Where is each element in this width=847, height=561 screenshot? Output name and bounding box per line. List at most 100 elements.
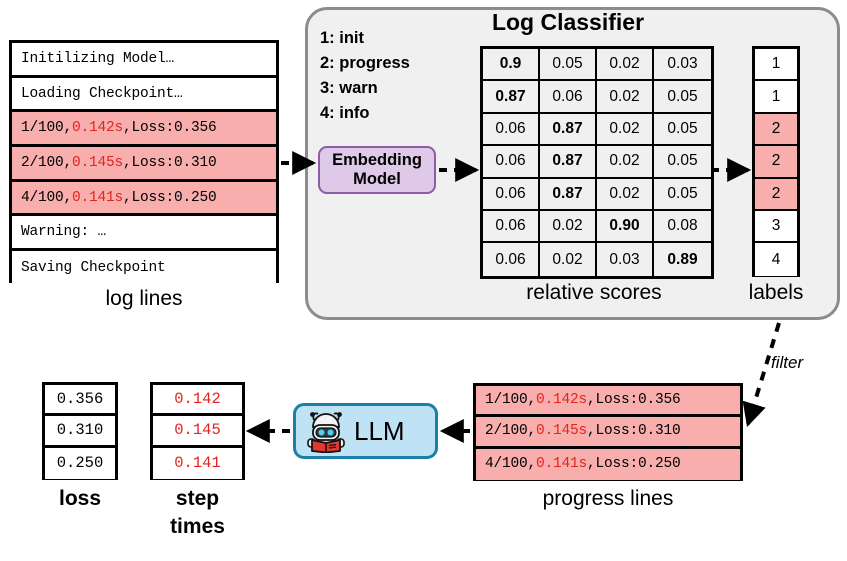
score-cell: 0.08 xyxy=(654,211,711,244)
log-line-text: Warning: … xyxy=(21,224,107,241)
scores-row: 0.87 0.06 0.02 0.05 xyxy=(483,81,711,114)
score-cell: 0.05 xyxy=(654,146,711,179)
llm-label: LLM xyxy=(354,415,405,446)
label-cell: 2 xyxy=(755,146,797,179)
log-line-row: Initilizing Model… xyxy=(12,43,276,78)
labels-table: 1 1 2 2 2 3 4 xyxy=(752,46,800,277)
progress-line-row: 4/100,0.141s,Loss:0.250 xyxy=(476,448,740,480)
log-line-loss: ,Loss:0.310 xyxy=(123,154,217,171)
loss-table: 0.356 0.310 0.250 xyxy=(42,382,118,480)
score-cell: 0.06 xyxy=(483,178,540,211)
score-cell: 0.02 xyxy=(597,113,654,147)
embedding-model-node: Embedding Model xyxy=(318,146,436,194)
label-cell: 1 xyxy=(755,49,797,82)
scores-row: 0.06 0.87 0.02 0.05 xyxy=(483,146,711,179)
arrow-filter-to-progresslines xyxy=(742,322,781,428)
score-cell: 0.06 xyxy=(483,146,540,179)
log-classifier-title: Log Classifier xyxy=(491,9,645,35)
progress-line-loss: ,Loss:0.310 xyxy=(587,423,681,440)
label-cell: 1 xyxy=(755,81,797,114)
log-line-step: 1/100, xyxy=(21,120,73,137)
score-cell: 0.05 xyxy=(654,81,711,114)
loss-cell: 0.310 xyxy=(45,416,115,448)
score-cell: 0.02 xyxy=(540,210,597,244)
label-cell: 2 xyxy=(755,178,797,211)
log-line-row: 4/100,0.141s,Loss:0.250 xyxy=(12,181,276,217)
log-line-text: Saving Checkpoint xyxy=(21,260,166,277)
relative-scores-caption: relative scores xyxy=(526,281,662,304)
progress-line-step: 4/100, xyxy=(485,456,537,473)
log-line-time: 0.142s xyxy=(72,120,124,137)
log-line-loss: ,Loss:0.250 xyxy=(123,189,217,206)
log-line-row: 2/100,0.145s,Loss:0.310 xyxy=(12,147,276,182)
score-cell: 0.03 xyxy=(654,49,711,82)
score-cell: 0.06 xyxy=(540,81,597,114)
scores-row: 0.06 0.87 0.02 0.05 xyxy=(483,178,711,211)
score-cell: 0.02 xyxy=(597,146,654,179)
progress-line-row: 2/100,0.145s,Loss:0.310 xyxy=(476,417,740,449)
log-line-text: Initilizing Model… xyxy=(21,50,175,67)
score-cell: 0.87 xyxy=(540,113,597,147)
score-cell: 0.06 xyxy=(483,243,540,276)
embedding-model-label-line1: Embedding xyxy=(332,151,422,169)
step-times-table: 0.142 0.145 0.141 xyxy=(150,382,245,480)
log-line-loss: ,Loss:0.356 xyxy=(123,120,217,137)
score-cell: 0.87 xyxy=(540,178,597,211)
labels-caption: labels xyxy=(748,281,804,304)
score-cell: 0.05 xyxy=(540,49,597,82)
progress-line-loss: ,Loss:0.356 xyxy=(587,392,681,409)
log-line-row: 1/100,0.142s,Loss:0.356 xyxy=(12,112,276,148)
log-line-time: 0.145s xyxy=(72,154,124,171)
step-times-caption-line2: times xyxy=(170,515,225,538)
label-cell: 3 xyxy=(755,210,797,244)
progress-line-time: 0.142s xyxy=(536,392,588,409)
class-legend-item: 1: init xyxy=(320,29,364,47)
llm-node: LLM xyxy=(293,403,438,459)
loss-cell: 0.356 xyxy=(45,385,115,417)
score-cell: 0.89 xyxy=(667,250,698,268)
log-lines-caption: log lines xyxy=(105,287,183,310)
label-cell: 2 xyxy=(755,113,797,147)
score-cell: 0.9 xyxy=(483,49,540,82)
log-lines-table: Initilizing Model… Loading Checkpoint… 1… xyxy=(9,40,279,286)
step-time-cell: 0.145 xyxy=(153,416,242,448)
progress-line-time: 0.145s xyxy=(536,423,588,440)
progress-lines-caption: progress lines xyxy=(542,487,674,510)
score-cell: 0.06 xyxy=(483,113,540,147)
filter-edge-label: filter xyxy=(771,353,804,372)
label-cell: 4 xyxy=(755,243,797,276)
robot-reading-book-icon xyxy=(306,409,346,453)
score-cell: 0.02 xyxy=(540,243,597,276)
log-line-row: Loading Checkpoint… xyxy=(12,77,276,113)
progress-line-loss: ,Loss:0.250 xyxy=(587,456,681,473)
class-legend-item: 3: warn xyxy=(320,79,378,97)
log-line-step: 2/100, xyxy=(21,154,73,171)
progress-line-step: 1/100, xyxy=(485,392,537,409)
score-cell: 0.02 xyxy=(597,81,654,114)
log-line-row: Saving Checkpoint xyxy=(12,251,276,286)
scores-row: 0.06 0.02 0.90 0.08 xyxy=(483,210,711,244)
step-time-cell: 0.141 xyxy=(153,447,242,479)
step-time-cell: 0.142 xyxy=(153,385,242,417)
scores-row: 0.06 0.87 0.02 0.05 xyxy=(483,113,711,147)
step-times-caption-line1: step xyxy=(175,487,220,510)
score-cell: 0.02 xyxy=(597,178,654,211)
score-cell: 0.03 xyxy=(597,243,654,276)
progress-line-step: 2/100, xyxy=(485,423,537,440)
score-cell: 0.87 xyxy=(483,81,540,114)
progress-line-time: 0.141s xyxy=(536,456,588,473)
score-cell: 0.87 xyxy=(540,146,597,179)
progress-lines-table: 1/100,0.142s,Loss:0.356 2/100,0.145s,Los… xyxy=(473,383,743,481)
scores-row: 0.06 0.02 0.03 0.89 xyxy=(483,243,711,276)
progress-line-row: 1/100,0.142s,Loss:0.356 xyxy=(476,386,740,418)
scores-row: 0.9 0.05 0.02 0.03 xyxy=(483,49,711,82)
score-cell: 0.05 xyxy=(654,179,711,211)
class-legend-item: 2: progress xyxy=(320,54,410,72)
score-cell: 0.06 xyxy=(483,210,540,244)
loss-cell: 0.250 xyxy=(45,447,115,479)
score-cell: 0.90 xyxy=(597,210,654,244)
score-cell: 0.02 xyxy=(597,49,654,82)
log-line-time: 0.141s xyxy=(72,189,124,206)
embedding-model-label-line2: Model xyxy=(353,170,401,188)
